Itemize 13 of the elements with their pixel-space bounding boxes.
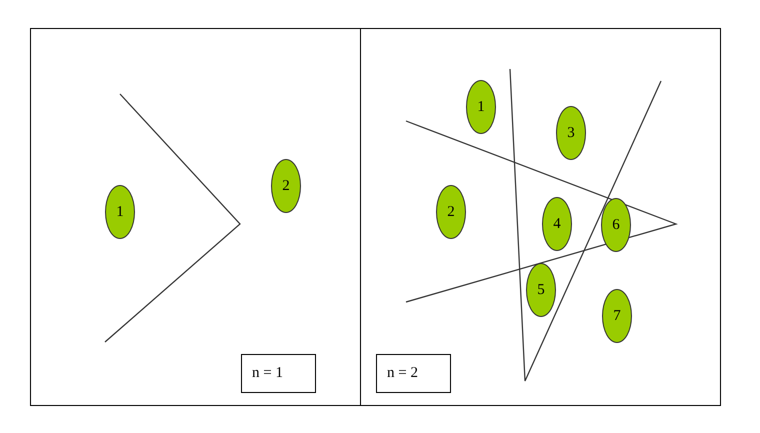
parameter-label: n = 2 — [376, 354, 451, 393]
numbered-point: 2 — [436, 185, 466, 239]
numbered-point: 7 — [602, 289, 632, 343]
numbered-point: 2 — [271, 159, 301, 213]
numbered-point: 1 — [466, 80, 496, 134]
diagram-panel — [30, 28, 361, 406]
numbered-point: 6 — [601, 198, 631, 252]
numbered-point: 1 — [105, 185, 135, 239]
parameter-label: n = 1 — [241, 354, 316, 393]
numbered-point: 3 — [556, 106, 586, 160]
numbered-point: 5 — [526, 263, 556, 317]
numbered-point: 4 — [542, 197, 572, 251]
diagram-panel — [360, 28, 721, 406]
